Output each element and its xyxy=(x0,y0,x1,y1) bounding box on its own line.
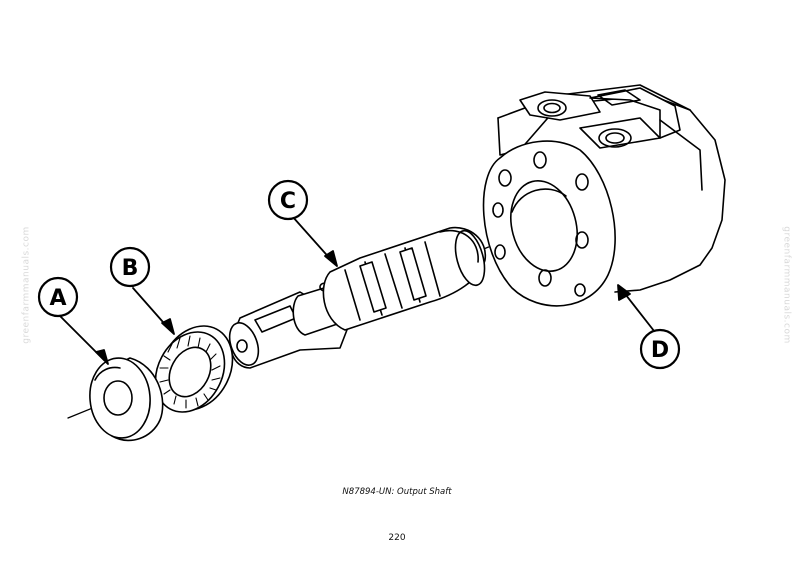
race-part-a xyxy=(89,357,164,442)
housing-part-d xyxy=(482,84,726,307)
callout-c-label: C xyxy=(280,189,296,214)
callout-d: D xyxy=(639,328,681,370)
callout-a-label: A xyxy=(49,286,66,311)
output-shaft-part-c xyxy=(228,226,486,369)
callout-b: B xyxy=(109,246,151,288)
callout-d-label: D xyxy=(651,338,669,363)
callout-c: C xyxy=(267,179,309,221)
page-number: 220 xyxy=(388,533,406,543)
callout-leaders xyxy=(59,215,659,365)
figure-caption: N87894-UN: Output Shaft xyxy=(342,487,452,497)
callout-b-label: B xyxy=(122,256,139,281)
needle-bearing-part-b xyxy=(154,325,234,413)
callout-a: A xyxy=(37,276,79,318)
